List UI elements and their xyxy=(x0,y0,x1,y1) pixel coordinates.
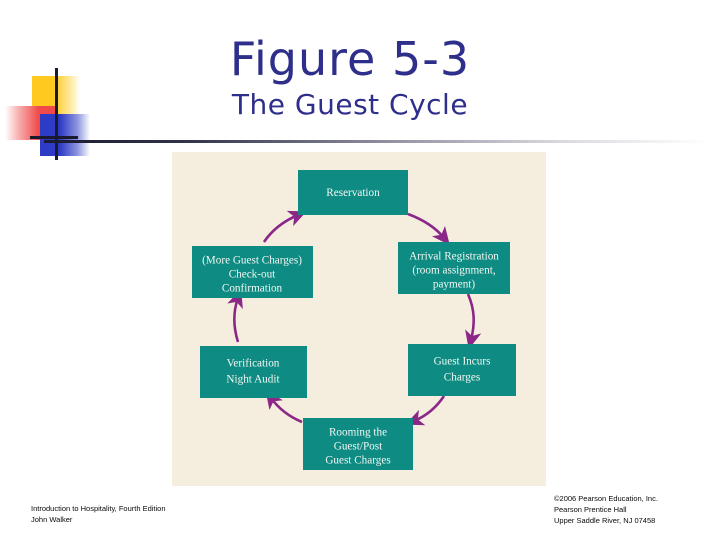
page-title: Figure 5-3 xyxy=(229,32,471,86)
arrow-verification-to-checkout xyxy=(227,289,243,343)
node-rooming-line1: Rooming the xyxy=(329,427,387,439)
node-arrival-line1: Arrival Registration xyxy=(409,251,499,263)
node-rooming-line2: Guest/Post xyxy=(334,441,383,453)
footer-copyright: ©2006 Pearson Education, Inc. Pearson Pr… xyxy=(554,493,720,526)
guest-cycle-figure: Reservation Arrival Registration (room a… xyxy=(172,152,546,486)
arrow-rooming-to-verification xyxy=(265,390,303,424)
blue-square-icon xyxy=(40,114,90,156)
footer-copyright-line: ©2006 Pearson Education, Inc. xyxy=(554,494,658,503)
corner-accent-motif xyxy=(0,68,100,160)
node-reservation-line1: Reservation xyxy=(326,187,380,199)
footer-author: John Walker xyxy=(31,515,73,524)
vertical-rule-icon xyxy=(55,68,58,160)
node-arrival-registration[interactable]: Arrival Registration (room assignment, p… xyxy=(398,242,510,294)
node-checkout-line3: Confirmation xyxy=(222,283,283,295)
node-reservation[interactable]: Reservation xyxy=(298,170,408,215)
node-verification-night-audit[interactable]: Verification Night Audit xyxy=(200,346,307,398)
node-verification-line1: Verification xyxy=(227,358,280,370)
title-block: Figure 5-3 The Guest Cycle xyxy=(80,34,620,122)
arrow-charges-to-rooming xyxy=(405,395,446,426)
node-arrival-line2: (room assignment, xyxy=(412,265,495,277)
node-charges-line2: Charges xyxy=(444,372,480,384)
footer-book-title: Introduction to Hospitality, Fourth Edit… xyxy=(31,504,166,513)
footer-source-credit: Introduction to Hospitality, Fourth Edit… xyxy=(31,503,311,525)
node-rooming-the-guest[interactable]: Rooming the Guest/Post Guest Charges xyxy=(303,418,413,470)
guest-cycle-diagram: Reservation Arrival Registration (room a… xyxy=(192,170,516,470)
title-divider xyxy=(44,140,708,143)
node-checkout-line2: Check-out xyxy=(229,269,276,281)
arrow-checkout-to-reservation xyxy=(262,210,307,243)
node-rooming-line3: Guest Charges xyxy=(325,455,390,467)
footer-address: Upper Saddle River, NJ 07458 xyxy=(554,516,656,525)
node-arrival-line3: payment) xyxy=(433,279,476,291)
footer-publisher: Pearson Prentice Hall xyxy=(554,505,627,514)
arrow-arrival-to-charges xyxy=(465,293,482,350)
arrow-reservation-to-arrival xyxy=(407,212,450,246)
node-guest-incurs-charges[interactable]: Guest Incurs Charges xyxy=(408,344,516,396)
node-verification-line2: Night Audit xyxy=(226,374,280,386)
node-check-out-confirmation[interactable]: (More Guest Charges) Check-out Confirmat… xyxy=(192,246,313,298)
node-charges-line1: Guest Incurs xyxy=(434,356,491,368)
node-checkout-line1: (More Guest Charges) xyxy=(202,255,302,267)
page-subtitle: The Guest Cycle xyxy=(231,88,469,121)
horizontal-rule-icon xyxy=(30,136,78,139)
